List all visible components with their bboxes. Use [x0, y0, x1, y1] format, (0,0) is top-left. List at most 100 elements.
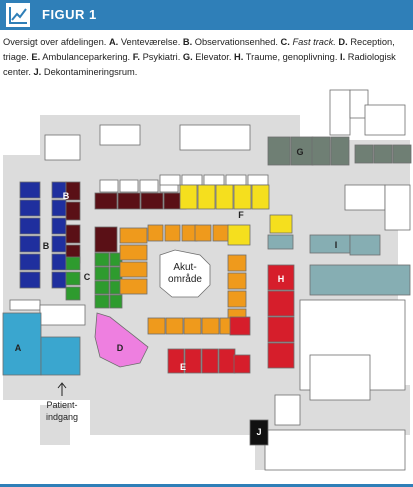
room-outline [159, 174, 181, 186]
figure-caption: Oversigt over afdelingen. A. Venteværels… [3, 35, 411, 80]
legend-letter: G. [180, 52, 193, 62]
entrance-label-2: indgang [46, 412, 78, 422]
legend-item: G. Elevator. [180, 52, 232, 62]
entrance-label-1: Patient- [46, 400, 77, 410]
orange-room [147, 224, 164, 242]
zone-letter: D [117, 343, 124, 353]
zone-b-room [51, 271, 67, 289]
legend-text: Dekontamineringsrum. [41, 67, 138, 77]
entrance-arrow-icon [57, 382, 67, 396]
zone-i-room [349, 234, 381, 256]
acute-area [159, 249, 211, 298]
zone-e-room [167, 348, 185, 374]
zone-b-room [19, 217, 41, 235]
orange-room [147, 317, 166, 335]
legend-text: Traume, genoplivning. [243, 52, 338, 62]
room-outline [39, 304, 86, 326]
zone-g-room [267, 136, 291, 166]
zone-b-room [51, 217, 67, 235]
maroon-room [140, 192, 164, 210]
plan-rooms [2, 89, 412, 471]
zone-letter: A [15, 343, 22, 353]
legend-text: Fast track. [289, 37, 336, 47]
center-label-2: område [168, 273, 202, 285]
center-label-1: Akut- [173, 262, 196, 273]
room-outline [309, 354, 371, 401]
room-outline [139, 179, 159, 193]
legend-letter: H. [231, 52, 244, 62]
zone-b-room [19, 181, 41, 199]
orange-room [165, 317, 184, 335]
zone-f-room [269, 214, 293, 234]
footer-rule [0, 484, 413, 487]
orange-room [164, 224, 181, 242]
zone-letter: H [278, 274, 285, 284]
orange-room [227, 272, 247, 290]
room-outline [225, 174, 247, 186]
figure-title: FIGUR 1 [42, 7, 97, 22]
zone-c-room [65, 286, 81, 301]
zone-letter: B [63, 191, 70, 201]
zone-h-room [267, 264, 295, 291]
zone-c-room [94, 266, 110, 281]
corridor [40, 115, 300, 160]
zone-g-room [392, 144, 412, 164]
maroon-room [65, 201, 81, 221]
legend-item: E. Ambulanceparkering. [29, 52, 130, 62]
zone-g-room [330, 136, 350, 166]
room-outline [247, 174, 269, 186]
zone-b-room [19, 271, 41, 289]
caption-legend: A. Venteværelse. B. Observationsenhed. C… [3, 37, 396, 77]
zone-letter: J [256, 427, 261, 437]
orange-room [201, 317, 220, 335]
zone-e-room [218, 348, 236, 374]
zone-e-room [184, 348, 202, 374]
zone-c-room [94, 280, 110, 295]
legend-letter: F. [130, 52, 140, 62]
room-outline [99, 124, 141, 146]
zone-b-room [51, 235, 67, 253]
corridor [40, 405, 70, 445]
legend-item: H. Traume, genoplivning. [231, 52, 337, 62]
zone-c-room [94, 294, 110, 309]
legend-text: Elevator. [192, 52, 232, 62]
zone-b-room [19, 235, 41, 253]
legend-item: I. Radiologisk center. [3, 52, 396, 77]
room-outline [329, 89, 351, 136]
zone-letter: C [84, 272, 91, 282]
maroon-room [94, 192, 118, 210]
room-outline [179, 124, 251, 151]
zone-c-room [109, 294, 123, 309]
zone-h-room [267, 316, 295, 343]
legend-item: C. Fast track. [278, 37, 336, 47]
zone-c-room [94, 252, 110, 267]
zone-i-room [309, 234, 351, 254]
zone-b-room [19, 199, 41, 217]
room-outline [384, 184, 411, 231]
maroon-room [65, 224, 81, 244]
line-chart-icon [6, 3, 30, 27]
zone-b-room [51, 253, 67, 271]
zone-h-room [267, 342, 295, 369]
room-outline [349, 89, 369, 119]
maroon-room [117, 192, 141, 210]
zone-b-room [19, 253, 41, 271]
room-outline [119, 179, 139, 193]
legend-text: Observationsenhed. [192, 37, 278, 47]
zone-b-room [51, 199, 67, 217]
legend-text: Ambulanceparkering. [40, 52, 131, 62]
orange-room [194, 224, 212, 242]
legend-item: J. Dekontamineringsrum. [31, 67, 138, 77]
orange-room [227, 290, 247, 308]
room-outline [44, 134, 81, 161]
orange-room [119, 244, 148, 261]
caption-intro: Oversigt over afdelingen. [3, 37, 107, 47]
legend-text: Venteværelse. [118, 37, 181, 47]
room-outline [99, 179, 119, 193]
zone-g-room [311, 136, 331, 166]
orange-room [227, 254, 247, 272]
zone-e-room [233, 354, 251, 374]
room-outline [344, 184, 386, 211]
zone-letter: F [238, 210, 244, 220]
zone-f-room [179, 184, 198, 210]
